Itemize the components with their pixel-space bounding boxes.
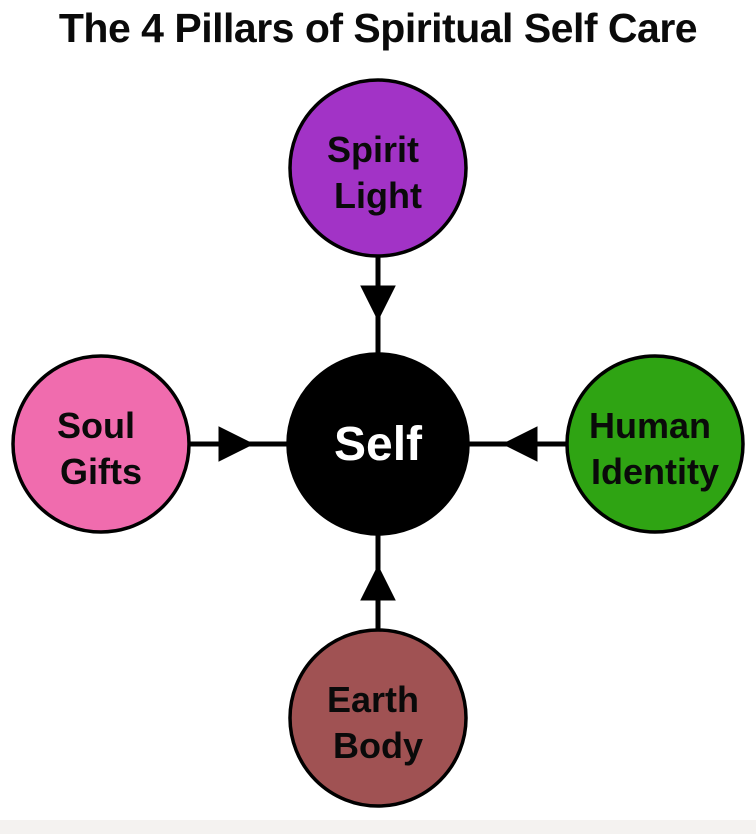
arrow-top (360, 256, 396, 354)
arrow-bottom-head-up-icon (360, 564, 396, 601)
node-soul-gifts-circle (11, 354, 191, 534)
bottom-edge-strip (0, 820, 756, 834)
arrow-left-head-right-icon (218, 426, 255, 462)
node-soul-gifts-label: Soul Gifts (57, 405, 145, 492)
arrow-right (468, 426, 567, 462)
arrow-left (189, 426, 288, 462)
node-self: Self (286, 352, 470, 536)
arrow-top-head-down-icon (360, 285, 396, 322)
node-human-identity-circle (565, 354, 745, 534)
arrow-bottom (360, 534, 396, 630)
node-spirit-light-label: Spirit Light (327, 129, 429, 216)
node-soul-gifts: Soul Gifts (11, 354, 191, 534)
node-spirit-light-circle (288, 78, 468, 258)
node-human-identity: Human Identity (565, 354, 745, 534)
node-human-identity-label: Human Identity (589, 405, 721, 492)
node-earth-body-label: Earth Body (327, 679, 429, 766)
pillars-diagram: Spirit Light Soul Gifts Human Identity E… (11, 78, 745, 808)
node-earth-body: Earth Body (288, 628, 468, 808)
node-self-label: Self (334, 418, 423, 471)
node-spirit-light: Spirit Light (288, 78, 468, 258)
page-title: The 4 Pillars of Spiritual Self Care (58, 5, 698, 51)
node-earth-body-circle (288, 628, 468, 808)
arrow-right-head-left-icon (501, 426, 538, 462)
node-self-circle (286, 352, 470, 536)
